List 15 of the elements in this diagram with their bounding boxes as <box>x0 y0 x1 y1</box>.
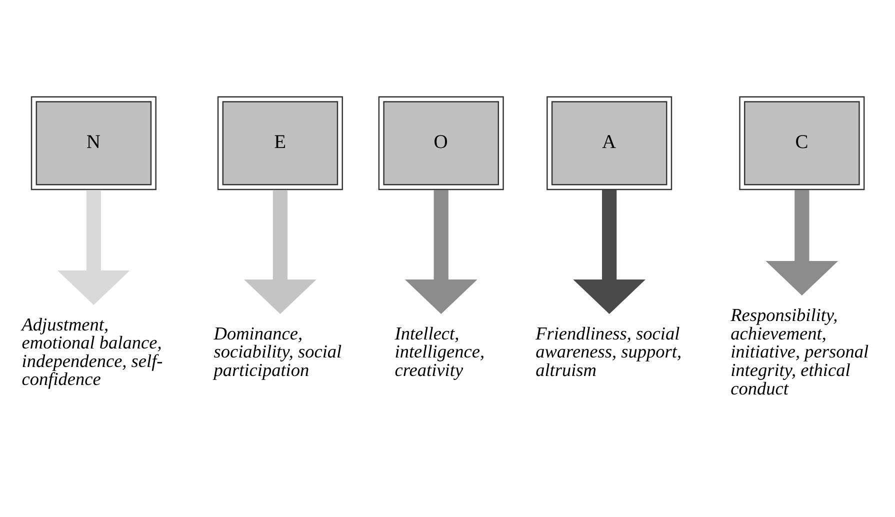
arrow <box>404 190 478 314</box>
arrow <box>766 190 838 296</box>
node-text: Dominance, sociability, social participation <box>214 322 342 380</box>
node-box: E <box>217 96 343 190</box>
node-text: Adjustment, emotional balance, independence, self-confidence <box>22 314 163 389</box>
arrow <box>244 190 316 314</box>
arrow <box>573 190 646 314</box>
node-box: A <box>546 96 672 190</box>
node-box: N <box>30 96 156 190</box>
node-text: Friendliness, social awareness, support, altruism <box>536 322 682 380</box>
node-text: Intellect, intelligence, creativity <box>394 322 485 380</box>
node-box: O <box>378 96 504 190</box>
node-box: C <box>739 96 865 190</box>
arrow <box>57 190 130 304</box>
node-text: Responsibility, achievement, initiative, personal integrity, ethical conduct <box>730 304 869 398</box>
